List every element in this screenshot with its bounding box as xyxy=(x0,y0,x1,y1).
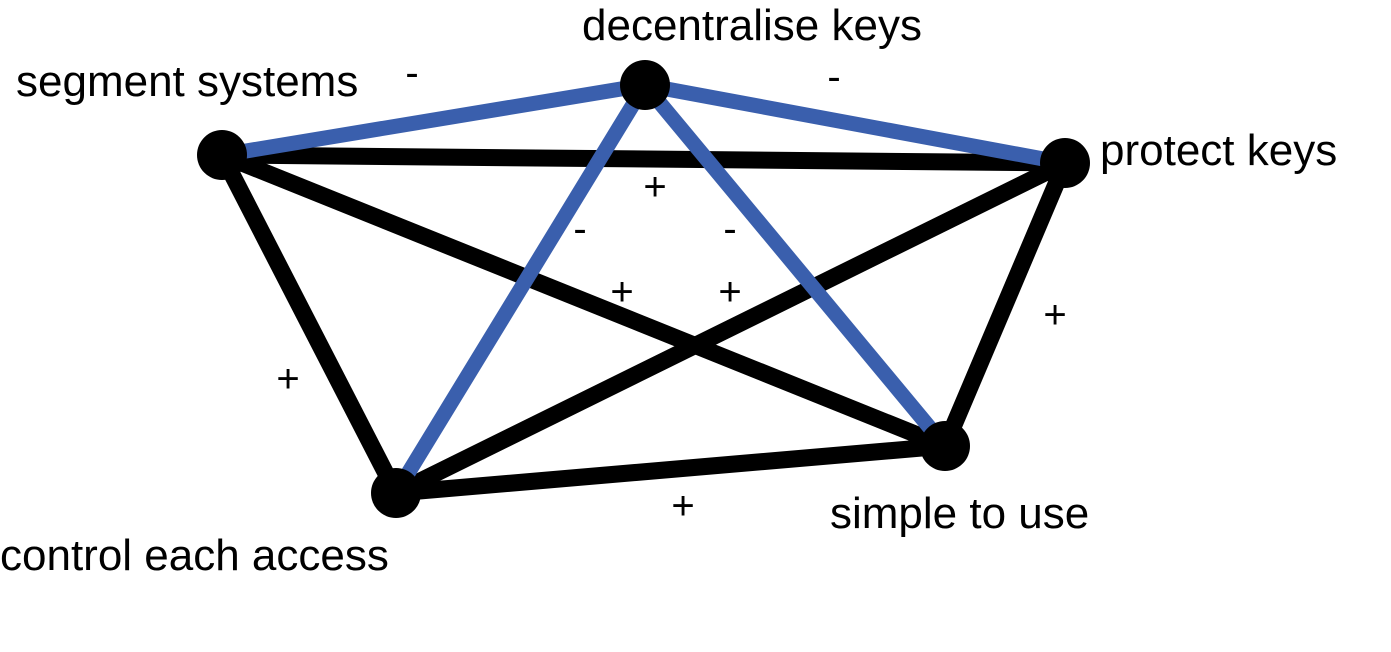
edge-sign-decentralise-simple: - xyxy=(723,207,736,251)
labels-layer: decentralise keys segment systems protect … xyxy=(0,1,1337,580)
edge-sign-segment-control: + xyxy=(276,357,299,401)
edge-sign-protect-simple: + xyxy=(1043,293,1066,337)
edge-segment-decentralise xyxy=(220,77,647,163)
edge-decentralise-control xyxy=(389,81,652,497)
edge-segment-simple xyxy=(218,147,949,454)
node-label-control: control each access xyxy=(0,531,389,580)
edge-protect-control xyxy=(392,155,1069,501)
edge-decentralise-simple xyxy=(639,80,951,451)
edge-protect-simple xyxy=(937,159,1073,450)
node-decentralise xyxy=(620,60,670,110)
nodes-layer xyxy=(197,60,1090,518)
edge-sign-segment-decentralise: - xyxy=(405,51,418,95)
edge-control-simple xyxy=(395,437,946,502)
edge-segment-protect xyxy=(221,146,1066,172)
edge-segment-control xyxy=(214,151,404,497)
node-label-segment: segment systems xyxy=(16,57,358,106)
node-label-protect: protect keys xyxy=(1100,126,1337,175)
edge-sign-protect-control: + xyxy=(610,270,633,314)
node-label-decentralise: decentralise keys xyxy=(582,1,922,50)
node-simple xyxy=(920,421,970,471)
edges-layer xyxy=(214,77,1073,502)
edge-sign-segment-protect: + xyxy=(643,165,666,209)
edge-decentralise-protect xyxy=(643,77,1067,171)
node-control xyxy=(371,468,421,518)
edge-sign-decentralise-control: - xyxy=(573,207,586,251)
node-protect xyxy=(1040,138,1090,188)
signs-layer: ----++++++ xyxy=(276,51,1066,528)
edge-sign-decentralise-protect: - xyxy=(827,55,840,99)
edge-sign-control-simple: + xyxy=(671,484,694,528)
node-segment xyxy=(197,130,247,180)
node-label-simple: simple to use xyxy=(830,489,1089,538)
edge-sign-segment-simple: + xyxy=(718,270,741,314)
